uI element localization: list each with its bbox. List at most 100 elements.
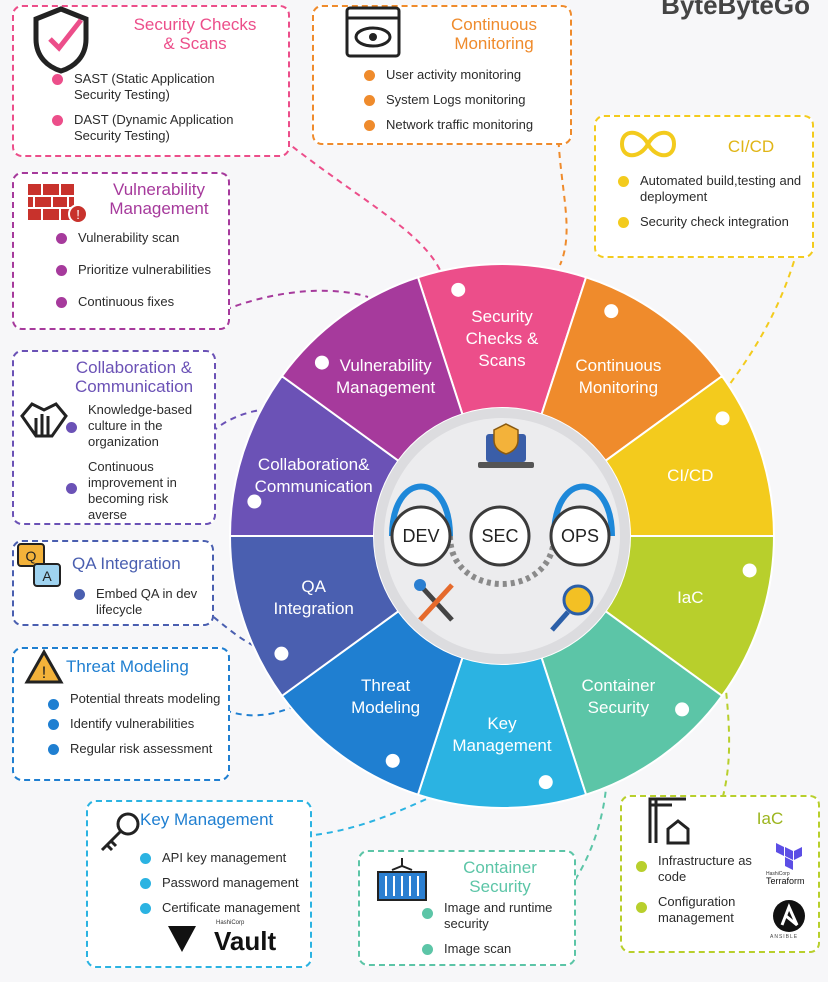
vault-logo-icon [168,926,196,952]
svg-text:A: A [42,568,52,584]
key-icon [100,812,140,852]
list-item: Vulnerability scan [56,230,226,246]
list-item: Identify vulnerabilities [48,716,224,732]
card-cicd: CI/CD Automated build,testing and deploy… [594,115,814,258]
list-item: Security check integration [618,214,803,230]
segment-bead [274,646,289,661]
ansible-logo-icon [773,900,805,932]
vault-logo-text: Vault [214,926,277,956]
container-icon [377,858,427,901]
segment-bead [675,702,690,717]
item-list: Automated build,testing and deployment S… [618,173,803,239]
list-item: System Logs monitoring [364,92,564,108]
shield-check-icon [33,6,89,74]
infinity-icon [619,130,677,158]
card-title: Key Management [140,810,274,829]
list-item: Password management [140,875,310,891]
item-list: Vulnerability scan Prioritize vulnerabil… [56,230,226,319]
segment-bead [247,494,262,509]
card-title: CI/CD [727,137,775,156]
card-iac: IaC Infrastructure as code Configuration… [620,795,820,953]
item-list: Infrastructure as code Configuration man… [636,853,766,935]
terraform-logo-text: Terraform [766,876,805,886]
laptop-badge-icon [478,423,534,468]
card-continuous-monitoring: Continuous Monitoring User activity moni… [312,5,572,145]
list-item: User activity monitoring [364,67,564,83]
list-item: Continuous improvement in becoming risk … [66,459,206,523]
card-title: IaC [756,809,784,828]
item-list: Image and runtime security Image scan [422,900,572,966]
ansible-logo-text: ANSIBLE [770,934,799,940]
list-item: DAST (Dynamic Application Security Testi… [52,112,262,144]
card-container-security: Container Security Image and runtime sec… [358,850,576,966]
list-item: Image scan [422,941,572,957]
item-list: SAST (Static Application Security Testin… [52,71,262,153]
card-collaboration: Collaboration & Communication Knowledge-… [12,350,216,525]
segment-bead [604,304,619,319]
firewall-icon: ! [28,184,88,224]
list-item: Automated build,testing and deployment [618,173,803,205]
list-item: Embed QA in dev lifecycle [74,586,210,618]
sec-bubble [469,505,531,567]
connector-key [304,789,449,837]
segment-label-cicd: CI/CD [667,466,713,485]
list-item: SAST (Static Application Security Testin… [52,71,262,103]
connector-qa [204,609,289,659]
dev-bubble [390,505,452,567]
segment-label-collab: Collaboration&Communication [255,455,373,496]
list-item: Potential threats modeling [48,691,224,710]
segment-label-iac: IaC [677,588,703,607]
card-title: Vulnerability Management [109,180,209,218]
list-item: Knowledge-based culture in the organizat… [66,402,206,450]
card-title: Threat Modeling [66,657,189,676]
ops-label: OPS [561,526,599,546]
list-item: Configuration management [636,894,766,926]
svg-text:!: ! [76,207,80,222]
svg-text:!: ! [42,663,47,682]
segment-bead [715,411,730,426]
list-item: Infrastructure as code [636,853,766,885]
list-item: Image and runtime security [422,900,572,932]
eye-monitor-icon [345,6,401,58]
tools-icon [414,579,454,622]
item-list: Knowledge-based culture in the organizat… [66,402,206,532]
segment-bead [538,775,553,790]
vault-logo-small: HashiCorp [216,920,245,926]
handshake-icon [20,402,68,438]
card-threat-modeling: ! Threat Modeling Potential threats mode… [12,647,230,781]
dev-ops-arc [389,483,615,537]
item-list: API key management Password management C… [140,850,310,925]
sec-arc [447,535,557,587]
list-item: Prioritize vulnerabilities [56,262,226,278]
connector-monitoring [557,129,568,266]
connector-container [574,755,608,881]
segment-bead [314,355,329,370]
svg-text:Q: Q [26,548,37,564]
item-list: User activity monitoring System Logs mon… [364,67,564,142]
card-key-management: Key Management API key management Passwo… [86,800,312,968]
crane-house-icon [648,797,690,845]
item-list: Potential threats modeling Identify vuln… [48,691,224,766]
card-vulnerability-management: ! Vulnerability Management Vulnerability… [12,172,230,330]
segment-bead [742,563,757,578]
segment-bead [451,282,466,297]
magnifier-gear-icon [550,584,594,632]
card-title: Collaboration & Communication [74,358,194,396]
terraform-logo-small: HashiCorp [766,871,790,877]
connector-vuln [214,289,369,315]
qa-chat-icon: Q A [17,543,61,587]
connector-security [283,139,441,271]
list-item: Continuous fixes [56,294,226,310]
card-title: QA Integration [72,554,181,573]
brand-logo-text: ByteByteGo [661,0,810,20]
list-item: API key management [140,850,310,866]
card-title: Security Checks & Scans [133,15,257,53]
item-list: Embed QA in dev lifecycle [74,586,210,627]
segment-bead [385,753,400,768]
